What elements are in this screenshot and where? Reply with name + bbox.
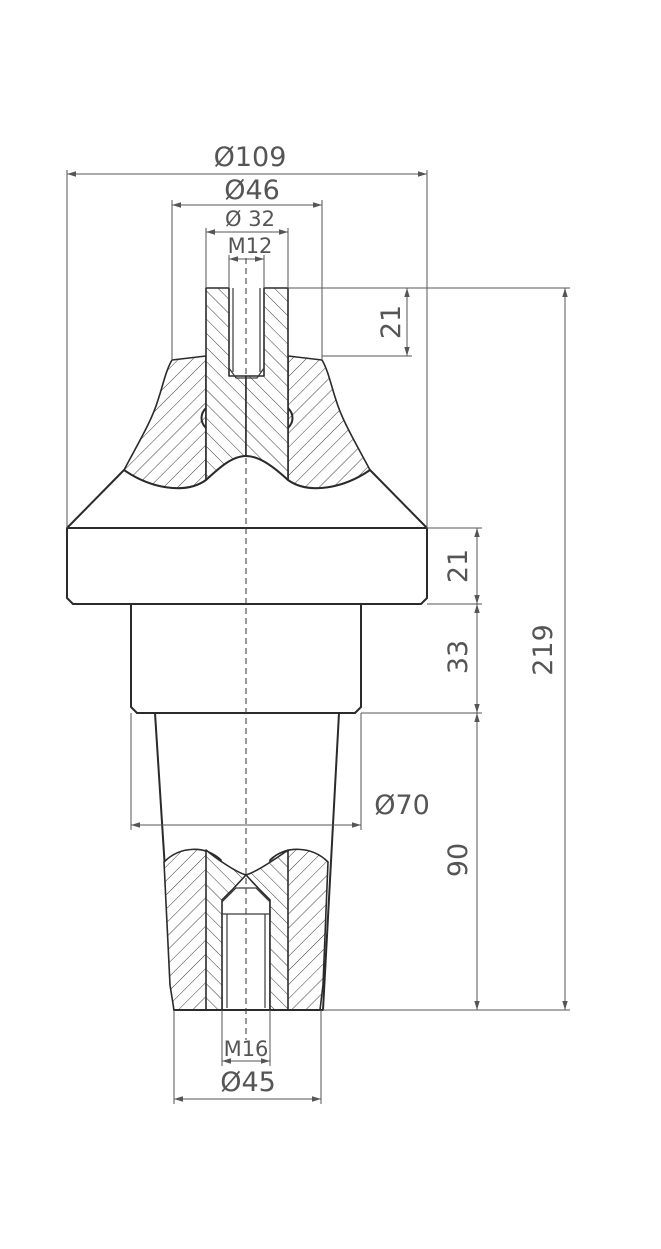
dimension-flange21-label: 21 [443, 549, 474, 583]
dimension-d46-label: Ø46 [224, 175, 280, 206]
dimension-d32-label: Ø 32 [225, 207, 275, 231]
dimension-d32: Ø 32 [205, 207, 289, 288]
dimension-h33-label: 33 [443, 640, 474, 674]
dimension-d109: Ø109 [66, 142, 428, 528]
dimension-d45-label: Ø45 [220, 1067, 276, 1098]
dimension-d109-label: Ø109 [214, 142, 287, 173]
upper-stud-core-right [245, 287, 289, 481]
lower-core-left [205, 849, 247, 1011]
dimension-h33: 33 [361, 604, 482, 714]
part-body [66, 287, 428, 1011]
dimension-h90-label: 90 [443, 843, 474, 877]
dimension-m16: M16 [221, 1010, 271, 1066]
middle-cylinder [130, 603, 362, 714]
dimension-d70-label: Ø70 [374, 790, 430, 821]
dimension-h219-label: 219 [528, 624, 559, 676]
upper-notch-right [287, 407, 294, 429]
dimension-h219: 219 [412, 287, 570, 1010]
dimension-m12-label: M12 [228, 234, 273, 258]
dimension-d46: Ø46 [171, 175, 323, 360]
upper-cone-section-left [123, 355, 207, 489]
dimension-m12: M12 [228, 234, 273, 288]
dimension-flange21: 21 [427, 527, 482, 605]
dimension-d45: Ø45 [173, 1010, 322, 1104]
dimension-top21: 21 [288, 287, 412, 357]
flange-cone [66, 455, 428, 529]
flange-disc [66, 527, 428, 605]
dimension-h90: 90 [323, 713, 570, 1011]
dimension-top21-label: 21 [376, 305, 407, 339]
upper-cone-section-right [287, 355, 371, 489]
upper-stud-core-left [205, 287, 247, 481]
dimension-d70: Ø70 [130, 713, 430, 830]
upper-notch-left [200, 407, 207, 429]
lower-core-right [245, 849, 289, 1011]
dimension-m16-label: M16 [224, 1037, 269, 1061]
